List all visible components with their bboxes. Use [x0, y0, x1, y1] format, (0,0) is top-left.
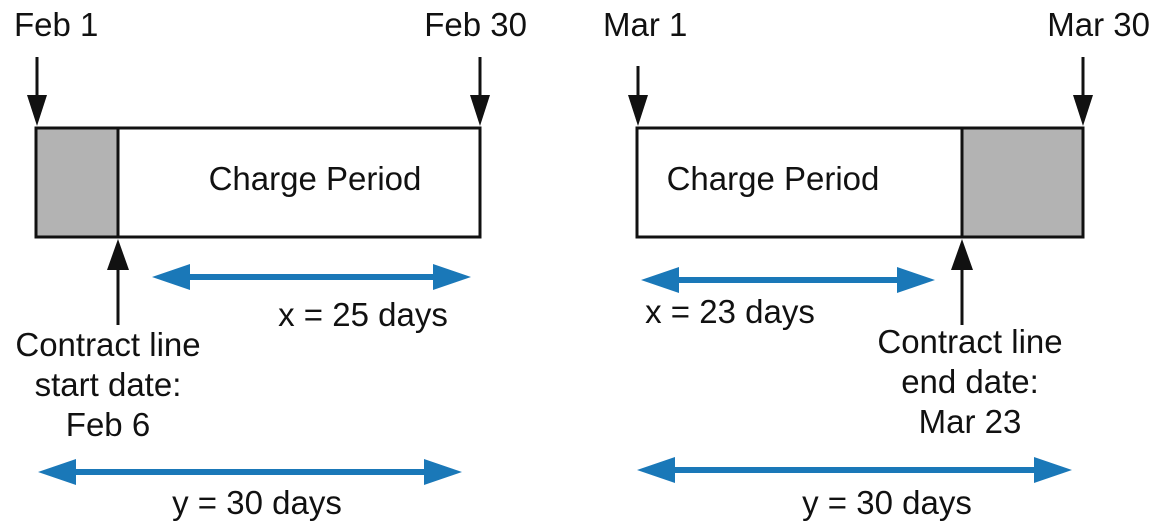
contract-start-line-1: Contract line [15, 326, 200, 363]
left-x-double-arrow [152, 264, 471, 290]
left-start-down-arrow [27, 57, 47, 126]
left-charge-period-box [116, 126, 482, 239]
left-end-date-label: Feb 30 [424, 6, 527, 43]
left-y-double-arrow [38, 459, 462, 485]
right-y-double-arrow [637, 457, 1072, 483]
contract-end-up-arrow [951, 239, 973, 325]
right-y-label: y = 30 days [802, 484, 972, 521]
right-start-date-label: Mar 1 [603, 6, 687, 43]
contract-start-line-2: start date: [35, 366, 182, 403]
right-x-label: x = 23 days [645, 293, 815, 330]
right-panel: Mar 1 Mar 30 Charge Period x = 23 days C… [603, 6, 1150, 521]
right-x-double-arrow [641, 267, 935, 293]
left-shaded-segment [34, 126, 120, 239]
contract-end-line-2: end date: [901, 363, 1039, 400]
left-x-label: x = 25 days [278, 296, 448, 333]
left-end-down-arrow [470, 57, 490, 126]
right-start-down-arrow [628, 66, 648, 126]
right-charge-period-box [635, 126, 964, 239]
left-charge-period-label: Charge Period [209, 160, 422, 197]
left-panel: Feb 1 Feb 30 Charge Period x = 25 days C… [14, 6, 527, 521]
right-shaded-segment [960, 126, 1085, 239]
right-end-date-label: Mar 30 [1047, 6, 1150, 43]
contract-end-line-1: Contract line [877, 323, 1062, 360]
left-y-label: y = 30 days [172, 484, 342, 521]
left-start-date-label: Feb 1 [14, 6, 98, 43]
right-end-down-arrow [1073, 57, 1093, 126]
right-charge-period-label: Charge Period [667, 160, 880, 197]
contract-start-line-3: Feb 6 [66, 406, 150, 443]
contract-start-up-arrow [107, 239, 129, 325]
contract-end-line-3: Mar 23 [919, 403, 1022, 440]
